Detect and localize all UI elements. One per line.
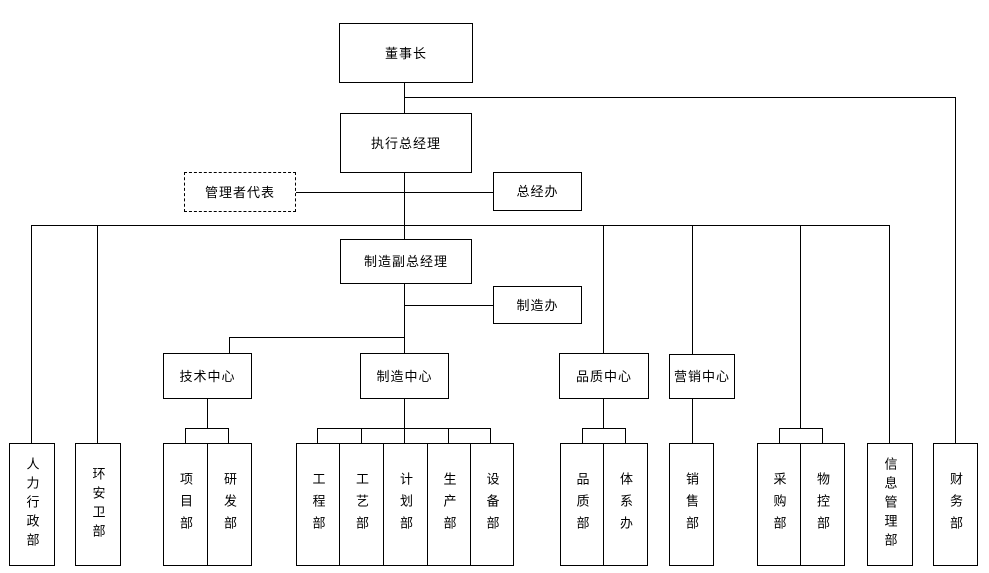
connector-line bbox=[404, 172, 405, 240]
connector-line bbox=[296, 192, 493, 193]
node-material-control-dept: 物控部 bbox=[800, 443, 845, 566]
node-chairman: 董事长 bbox=[339, 23, 473, 83]
node-quality-center: 品质中心 bbox=[559, 353, 649, 399]
node-ehs-dept: 环安卫部 bbox=[75, 443, 121, 566]
connector-line bbox=[692, 225, 693, 354]
connector-line bbox=[889, 225, 890, 443]
node-project-dept: 项目部 bbox=[163, 443, 208, 566]
node-process-dept: 工艺部 bbox=[339, 443, 384, 566]
connector-line bbox=[317, 428, 318, 443]
node-planning-dept: 计划部 bbox=[383, 443, 428, 566]
connector-line bbox=[603, 225, 604, 353]
connector-line bbox=[185, 428, 229, 429]
connector-line bbox=[779, 428, 780, 443]
connector-line bbox=[692, 399, 693, 443]
connector-line bbox=[185, 428, 186, 443]
node-system-office: 体系办 bbox=[603, 443, 648, 566]
connector-line bbox=[31, 225, 890, 226]
connector-line bbox=[317, 428, 491, 429]
node-finance-dept: 财务部 bbox=[933, 443, 978, 566]
node-gm-office: 总经办 bbox=[493, 172, 582, 211]
node-quality-dept: 品质部 bbox=[560, 443, 604, 566]
connector-line bbox=[779, 428, 823, 429]
node-manufacturing-office: 制造办 bbox=[493, 286, 582, 324]
connector-line bbox=[404, 305, 493, 306]
connector-line bbox=[207, 399, 208, 428]
connector-line bbox=[822, 428, 823, 443]
node-sales-dept: 销售部 bbox=[669, 443, 714, 566]
connector-line bbox=[404, 83, 405, 113]
connector-line bbox=[228, 428, 229, 443]
connector-line bbox=[625, 428, 626, 443]
node-manufacturing-vice-gm: 制造副总经理 bbox=[340, 239, 472, 284]
node-marketing-center: 营销中心 bbox=[669, 354, 735, 399]
node-technology-center: 技术中心 bbox=[163, 353, 252, 399]
node-rd-dept: 研发部 bbox=[207, 443, 252, 566]
connector-line bbox=[955, 97, 956, 443]
connector-line bbox=[229, 337, 230, 353]
node-equipment-dept: 设备部 bbox=[470, 443, 514, 566]
connector-line bbox=[448, 428, 449, 443]
connector-line bbox=[404, 284, 405, 353]
connector-line bbox=[361, 428, 362, 443]
node-manufacturing-center: 制造中心 bbox=[360, 353, 449, 399]
connector-line bbox=[97, 225, 98, 443]
connector-line bbox=[490, 428, 491, 443]
connector-line bbox=[404, 399, 405, 443]
connector-line bbox=[800, 225, 801, 428]
connector-line bbox=[229, 337, 405, 338]
connector-line bbox=[582, 428, 583, 443]
connector-line bbox=[603, 399, 604, 428]
connector-line bbox=[404, 97, 956, 98]
node-production-dept: 生产部 bbox=[427, 443, 471, 566]
node-hr-admin-dept: 人力行政部 bbox=[9, 443, 55, 566]
node-engineering-dept: 工程部 bbox=[296, 443, 340, 566]
node-executive-gm: 执行总经理 bbox=[340, 113, 472, 173]
node-info-management-dept: 信息管理部 bbox=[867, 443, 913, 566]
node-purchasing-dept: 采购部 bbox=[757, 443, 801, 566]
connector-line bbox=[582, 428, 626, 429]
connector-line bbox=[31, 225, 32, 443]
node-management-rep: 管理者代表 bbox=[184, 172, 296, 212]
